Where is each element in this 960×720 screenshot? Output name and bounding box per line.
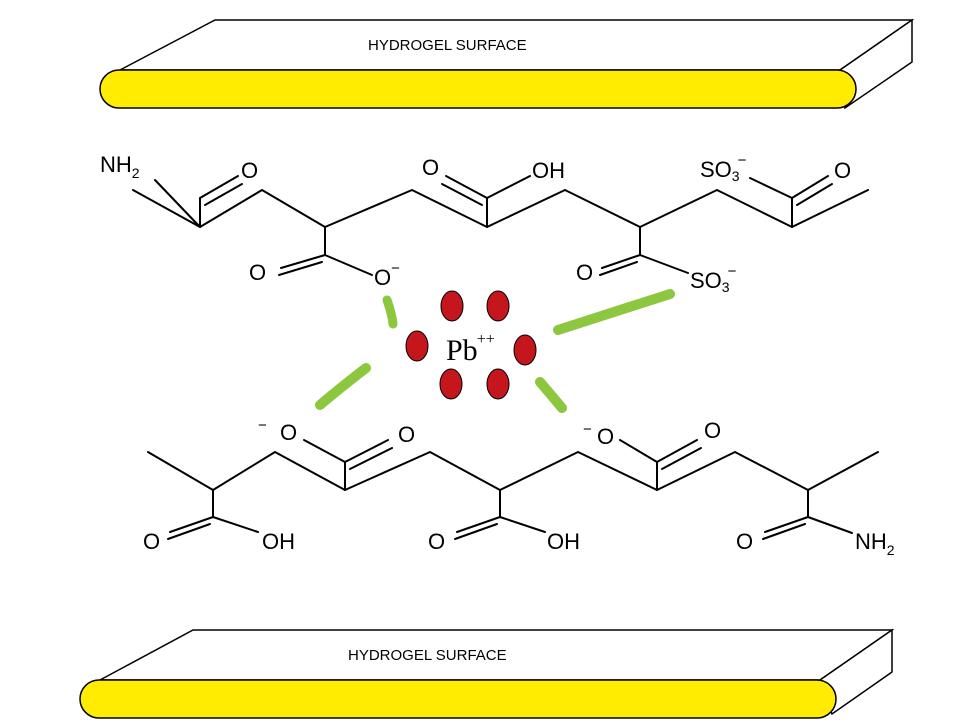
bottom-surface-label: HYDROGEL SURFACE: [348, 647, 507, 664]
top-backbone: [132, 189, 869, 228]
bottom-hydrogel-surface: HYDROGEL SURFACE: [79, 628, 895, 719]
bottom-cooh2-double-1: [456, 516, 501, 533]
bottom-o-minus2-label: O: [597, 424, 614, 449]
electron-dot: [513, 334, 537, 366]
bottom-minus1-label: −: [258, 417, 267, 434]
bottom-oh1-label: OH: [262, 529, 295, 554]
bottom-cooh2-double-2: [454, 523, 498, 540]
bottom-coo2-double-2: [661, 447, 702, 470]
top-coo-o-label: O: [249, 260, 266, 285]
top-cooh-o-label: O: [422, 155, 439, 180]
top-chain-labels: NH2 O O OH SO3− O O O− O SO3−: [100, 152, 851, 295]
top-so3-lower-o-label: O: [576, 260, 593, 285]
bottom-coo1-double-1: [344, 439, 389, 463]
top-surface-front-face: [99, 69, 857, 109]
top-surface-label: HYDROGEL SURFACE: [368, 37, 527, 54]
top-amide-double-1: [199, 175, 239, 199]
top-amide-o-label: O: [241, 158, 258, 183]
bottom-minus2-label: −: [583, 421, 592, 438]
top-coo-double-2: [278, 261, 323, 276]
bottom-backbone: [147, 451, 879, 491]
top-so3-upper-o-label: O: [834, 158, 851, 183]
electron-dot: [440, 290, 464, 322]
bottom-oh2-label: OH: [547, 529, 580, 554]
bottom-amide-nh2-bond: [807, 516, 853, 534]
top-chain-bonds: [132, 175, 869, 276]
bottom-cooh1-double-2: [167, 523, 211, 540]
bottom-cooh1-oh-bond: [212, 516, 259, 533]
electron-dot: [439, 368, 463, 400]
bottom-cooh2-o-label: O: [428, 529, 445, 554]
electron-dot: [486, 368, 510, 400]
bottom-o-minus1-label: O: [280, 420, 297, 445]
top-nh2-label: NH2: [100, 152, 140, 181]
electron-dot: [405, 330, 429, 362]
bottom-chain-bonds: [147, 439, 879, 540]
top-hydrogel-surface: HYDROGEL SURFACE: [99, 18, 915, 110]
top-so3-upper-label: SO3−: [700, 152, 747, 184]
top-coo-single: [324, 254, 373, 276]
coordination-interactions: [315, 289, 675, 413]
bottom-coo2-o-label: O: [704, 418, 721, 443]
top-amide-double-2: [204, 183, 243, 206]
bottom-coo1-o-label: O: [398, 422, 415, 447]
top-cooh-double-2: [441, 183, 483, 206]
top-cooh-oh-bond: [486, 175, 531, 199]
bottom-cooh1-double-1: [169, 516, 214, 533]
top-so3-lower-double-2: [599, 261, 638, 276]
top-coo-double-1: [280, 254, 326, 269]
top-o-minus-label: O−: [374, 260, 400, 290]
interaction-mark: [382, 295, 398, 329]
bottom-coo2-double-1: [656, 439, 698, 463]
bottom-amide-double-2: [762, 523, 806, 540]
bottom-amide-double-1: [764, 516, 809, 533]
bottom-chain-labels: − O O − O O O OH O OH O NH2: [143, 417, 895, 558]
interaction-mark: [535, 377, 567, 413]
bottom-cooh2-oh-bond: [499, 516, 546, 533]
bottom-nh2-label: NH2: [855, 529, 895, 558]
bottom-coo2-single: [619, 439, 658, 463]
lead-ion-label: Pb++: [446, 331, 495, 367]
lead-ion-cluster: Pb++: [405, 290, 537, 400]
top-so3-upper-link: [749, 177, 793, 199]
top-oh-label: OH: [532, 158, 565, 183]
top-so3-lower-double-1: [601, 254, 641, 269]
bottom-amide-o-label: O: [736, 529, 753, 554]
top-so3-upper-double-2: [796, 183, 833, 206]
bottom-cooh1-o-label: O: [143, 529, 160, 554]
bottom-coo1-single: [303, 439, 346, 463]
top-so3-lower-label: SO3−: [690, 263, 737, 295]
electron-dot: [486, 290, 510, 322]
bottom-coo1-double-2: [349, 447, 393, 470]
top-so3-lower-single: [639, 254, 689, 274]
interaction-mark: [315, 363, 371, 410]
top-amide-nh2-bond: [154, 179, 201, 228]
top-so3-upper-double-1: [791, 175, 829, 199]
bottom-surface-front-face: [79, 679, 837, 719]
interaction-mark: [553, 289, 675, 335]
top-cooh-double-1: [445, 175, 488, 199]
